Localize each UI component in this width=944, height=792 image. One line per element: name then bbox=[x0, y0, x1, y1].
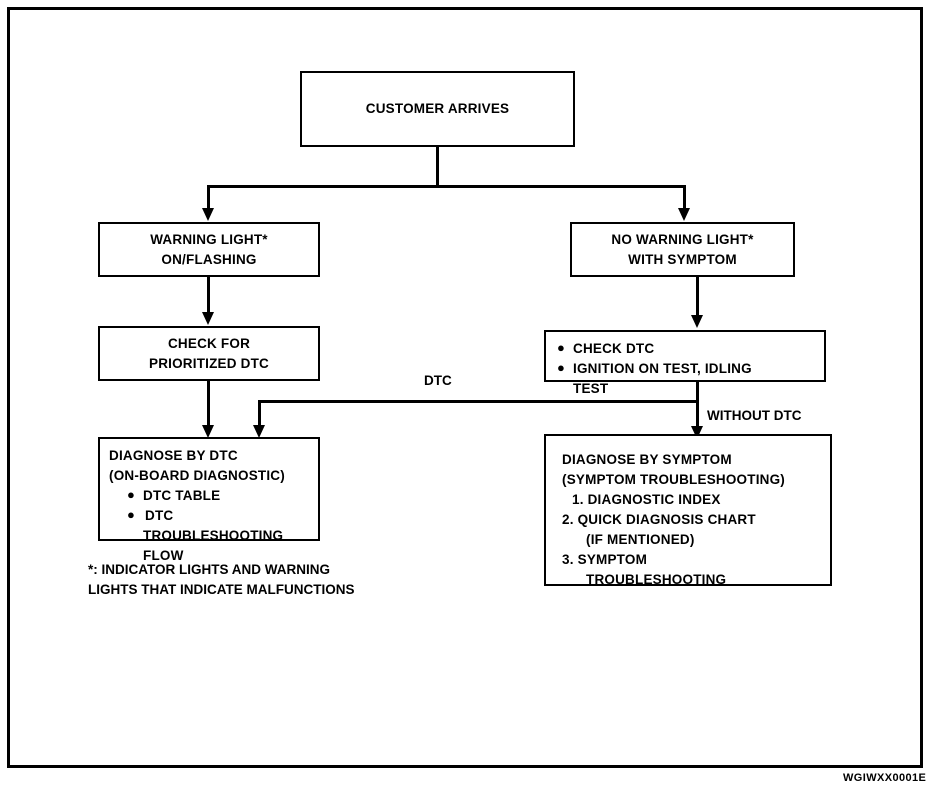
bullet-icon: ● bbox=[557, 359, 566, 375]
footnote-warning-lights: *: INDICATOR LIGHTS AND WARNING LIGHTS T… bbox=[88, 562, 355, 598]
node-diagnose-by-dtc-item-table-label: DTC TABLE bbox=[143, 487, 221, 503]
node-diagnose-by-symptom: DIAGNOSE BY SYMPTOM (SYMPTOM TROUBLESHOO… bbox=[544, 434, 832, 587]
node-diagnose-by-symptom-subtitle: (SYMPTOM TROUBLESHOOTING) bbox=[562, 471, 785, 487]
node-diagnose-by-dtc-item-table: ● DTC TABLE bbox=[109, 486, 309, 506]
connector-warning-to-check bbox=[207, 277, 210, 314]
bullet-icon: ● bbox=[557, 340, 566, 355]
connector-without-dtc-down bbox=[696, 400, 699, 430]
connector-dtc-branch-down bbox=[258, 400, 261, 427]
node-ignition-test-item-continuation: TEST bbox=[573, 380, 609, 396]
node-diagnose-by-symptom-item-3: 3. SYMPTOM bbox=[562, 551, 648, 567]
connector-customer-down bbox=[436, 147, 439, 187]
node-customer-arrives: CUSTOMER ARRIVES bbox=[300, 71, 575, 147]
node-diagnose-by-symptom-item-2: 2. QUICK DIAGNOSIS CHART bbox=[562, 511, 756, 527]
node-diagnose-by-dtc: DIAGNOSE BY DTC (ON-BOARD DIAGNOSTIC) ● … bbox=[98, 437, 320, 563]
node-diagnose-by-dtc-subtitle: (ON-BOARD DIAGNOSTIC) bbox=[109, 467, 285, 483]
edge-label-dtc: DTC bbox=[424, 373, 452, 388]
node-check-dtc-tests: ● CHECK DTC ● IGNITION ON TEST, IDLING T… bbox=[544, 330, 826, 396]
arrowhead-to-check-prioritized-dtc bbox=[202, 312, 214, 325]
connector-dtc-branch-horizontal bbox=[258, 400, 699, 403]
node-diagnose-by-symptom-item-2-note: (IF MENTIONED) bbox=[586, 531, 695, 547]
node-diagnose-by-symptom-item-3-cont: TROUBLESHOOTING bbox=[586, 571, 727, 587]
node-diagnose-by-symptom-title: DIAGNOSE BY SYMPTOM bbox=[562, 452, 732, 467]
connector-fork-horizontal bbox=[207, 185, 685, 188]
page-border-frame bbox=[7, 7, 923, 768]
node-warning-light: WARNING LIGHT* ON/FLASHING bbox=[98, 222, 320, 277]
connector-nowarning-to-checkdtc bbox=[696, 277, 699, 317]
figure-code: WGIWXX0001E bbox=[843, 772, 927, 784]
bullet-icon: ● bbox=[127, 486, 136, 502]
node-check-prioritized-dtc: CHECK FOR PRIORITIZED DTC bbox=[98, 326, 320, 381]
connector-fork-right-down bbox=[683, 185, 686, 210]
node-no-warning-light: NO WARNING LIGHT* WITH SYMPTOM bbox=[570, 222, 795, 277]
connector-dtc-branch-down-stub bbox=[696, 382, 699, 403]
node-diagnose-by-dtc-item-flow-line3: FLOW bbox=[143, 547, 184, 563]
arrowhead-to-check-dtc-tests bbox=[691, 315, 703, 328]
arrowhead-to-warning-light bbox=[202, 208, 214, 221]
node-diagnose-by-dtc-item-flow-label: DTC bbox=[145, 507, 174, 523]
bullet-icon: ● bbox=[127, 506, 136, 522]
node-ignition-test-item: ● IGNITION ON TEST, IDLING bbox=[555, 359, 815, 379]
edge-label-without-dtc: WITHOUT DTC bbox=[707, 408, 802, 423]
node-diagnose-by-dtc-title: DIAGNOSE BY DTC bbox=[109, 448, 238, 463]
node-diagnose-by-dtc-item-flow-line2: TROUBLESHOOTING bbox=[143, 527, 284, 543]
arrowhead-to-diagnose-by-dtc-left bbox=[202, 425, 214, 438]
arrowhead-to-diagnose-by-dtc-right bbox=[253, 425, 265, 438]
node-no-warning-light-label: NO WARNING LIGHT* WITH SYMPTOM bbox=[611, 231, 754, 267]
node-warning-light-label: WARNING LIGHT* ON/FLASHING bbox=[150, 231, 268, 267]
node-check-prioritized-dtc-label: CHECK FOR PRIORITIZED DTC bbox=[149, 335, 269, 371]
node-check-dtc-item-label: CHECK DTC bbox=[573, 341, 655, 356]
node-ignition-test-item-label: IGNITION ON TEST, IDLING bbox=[573, 360, 752, 376]
node-diagnose-by-symptom-item-1: 1. DIAGNOSTIC INDEX bbox=[572, 491, 721, 507]
connector-check-to-diagnose-dtc bbox=[207, 381, 210, 427]
node-diagnose-by-dtc-item-flow: ● DTC bbox=[109, 506, 309, 526]
arrowhead-to-no-warning-light bbox=[678, 208, 690, 221]
node-check-dtc-item: ● CHECK DTC bbox=[555, 339, 815, 359]
connector-fork-left-down bbox=[207, 185, 210, 210]
node-customer-arrives-label: CUSTOMER ARRIVES bbox=[365, 101, 510, 117]
